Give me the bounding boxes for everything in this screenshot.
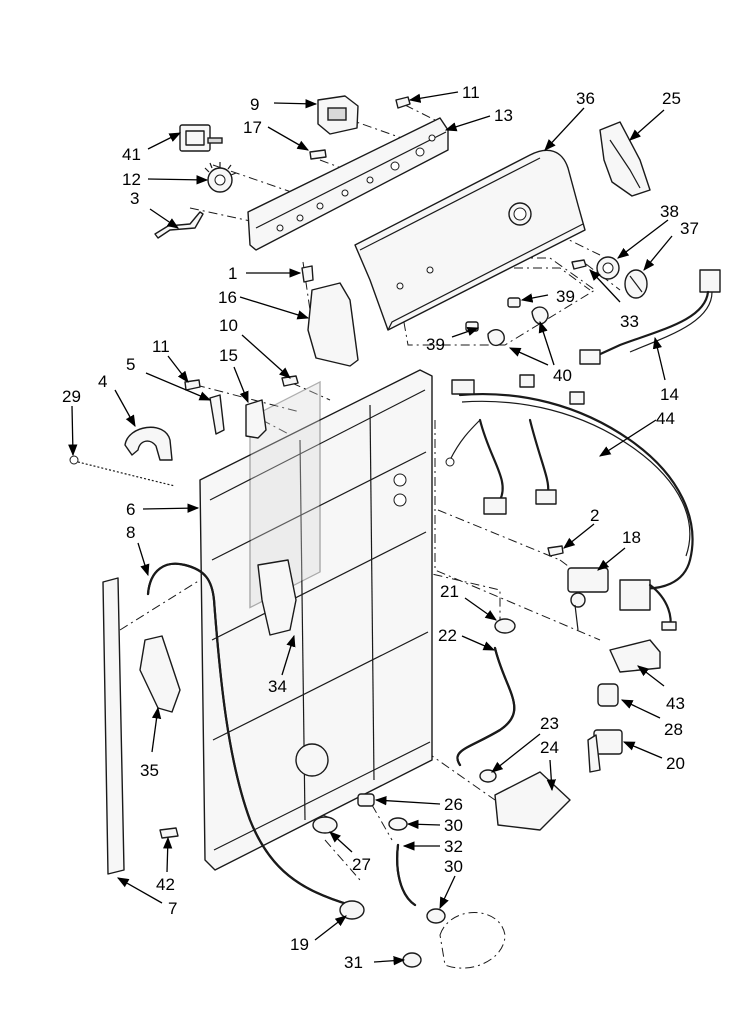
- callout-15: 15: [219, 346, 238, 365]
- pump-20: [587, 729, 623, 773]
- hose-22: [456, 646, 516, 767]
- callout-36: 36: [576, 89, 595, 108]
- callout-26: 26: [444, 795, 463, 814]
- tub-outlet-reference: [439, 912, 506, 969]
- callout-16: 16: [218, 288, 237, 307]
- callout-33: 33: [620, 312, 639, 331]
- selector-switch-12: [204, 162, 237, 193]
- sump-24: [494, 771, 571, 831]
- callout-31: 31: [344, 953, 363, 972]
- bracket-43: [609, 639, 661, 673]
- knob-38: [596, 256, 620, 280]
- tie-29: [69, 455, 176, 487]
- clamp-19: [339, 900, 365, 920]
- callout-17: 17: [243, 118, 262, 137]
- callout-6: 6: [126, 500, 135, 519]
- harness-14: [579, 269, 721, 365]
- callout-10: 10: [219, 316, 238, 335]
- air-dome-35: [139, 635, 181, 713]
- callout-13: 13: [494, 106, 513, 125]
- callout-43: 43: [666, 694, 685, 713]
- callout-1: 1: [228, 264, 237, 283]
- knob-37: [624, 269, 648, 299]
- callout-7: 7: [168, 899, 177, 918]
- callout-11-left: 11: [152, 337, 170, 356]
- screw-17: [309, 149, 327, 160]
- callout-30-top: 30: [444, 816, 463, 835]
- side-rail-7: [102, 577, 125, 875]
- screw-2: [547, 545, 564, 557]
- screw-11-left: [184, 379, 201, 391]
- callout-30-bottom: 30: [444, 857, 463, 876]
- callout-19: 19: [290, 935, 309, 954]
- water-valve-18: [567, 567, 609, 631]
- callout-18: 18: [622, 528, 641, 547]
- timer-41: [179, 124, 223, 152]
- callout-2: 2: [590, 506, 599, 525]
- clamp-27: [312, 816, 338, 834]
- callout-34: 34: [268, 677, 287, 696]
- switch-9: [317, 95, 359, 135]
- leader-lines: [68, 91, 673, 966]
- screw-42: [159, 827, 179, 839]
- callout-20: 20: [666, 754, 685, 773]
- callout-29: 29: [62, 387, 81, 406]
- end-cap-16: [307, 282, 359, 367]
- callout-32: 32: [444, 837, 463, 856]
- callout-39-right: 39: [556, 287, 575, 306]
- callout-9: 9: [250, 95, 259, 114]
- screw-11-top: [395, 96, 411, 109]
- callout-4: 4: [98, 372, 107, 391]
- callout-27: 27: [352, 855, 371, 874]
- callout-44: 44: [656, 409, 675, 428]
- fill-hose-8: [146, 562, 352, 907]
- callout-38: 38: [660, 202, 679, 221]
- bracket-15: [245, 399, 267, 439]
- callout-41: 41: [122, 145, 141, 164]
- bracket-34: [257, 559, 297, 636]
- end-cap-25: [599, 121, 651, 197]
- clip-3: [154, 211, 204, 239]
- callout-25: 25: [662, 89, 681, 108]
- callout-42: 42: [156, 875, 175, 894]
- plug-26: [357, 793, 375, 807]
- screw-1: [301, 265, 314, 283]
- callout-23: 23: [540, 714, 559, 733]
- callout-24: 24: [540, 738, 559, 757]
- clamp-4: [124, 426, 173, 461]
- callout-3: 3: [130, 189, 139, 208]
- console-36: [354, 149, 586, 331]
- callout-40: 40: [553, 366, 572, 385]
- console-bracket-13: [247, 117, 449, 251]
- clamp-23: [479, 769, 497, 783]
- knob-39-a: [507, 297, 549, 325]
- ring-30-top: [388, 817, 408, 831]
- callout-12: 12: [122, 170, 141, 189]
- screw-33: [571, 259, 587, 270]
- callout-28: 28: [664, 720, 683, 739]
- cap-28: [597, 683, 619, 707]
- callout-37: 37: [680, 219, 699, 238]
- strap-5: [209, 394, 225, 435]
- callout-39-left: 39: [426, 335, 445, 354]
- callout-labels: 11 9 17 13 36 25 41 12 3 38 37 1 16 39 3…: [62, 83, 699, 972]
- callout-35: 35: [140, 761, 159, 780]
- ring-30-bottom: [426, 908, 446, 924]
- clamp-31: [402, 952, 422, 968]
- wire-harness-44: [445, 374, 694, 631]
- rear-panel-6: [199, 369, 433, 871]
- hose-32: [396, 843, 417, 907]
- callout-21: 21: [440, 582, 459, 601]
- callout-11-top: 11: [462, 83, 480, 102]
- callout-5: 5: [126, 355, 135, 374]
- callout-8: 8: [126, 523, 135, 542]
- callout-22: 22: [438, 626, 457, 645]
- clamp-21: [494, 618, 516, 634]
- callout-14: 14: [660, 385, 679, 404]
- knob-39-b: [465, 321, 505, 347]
